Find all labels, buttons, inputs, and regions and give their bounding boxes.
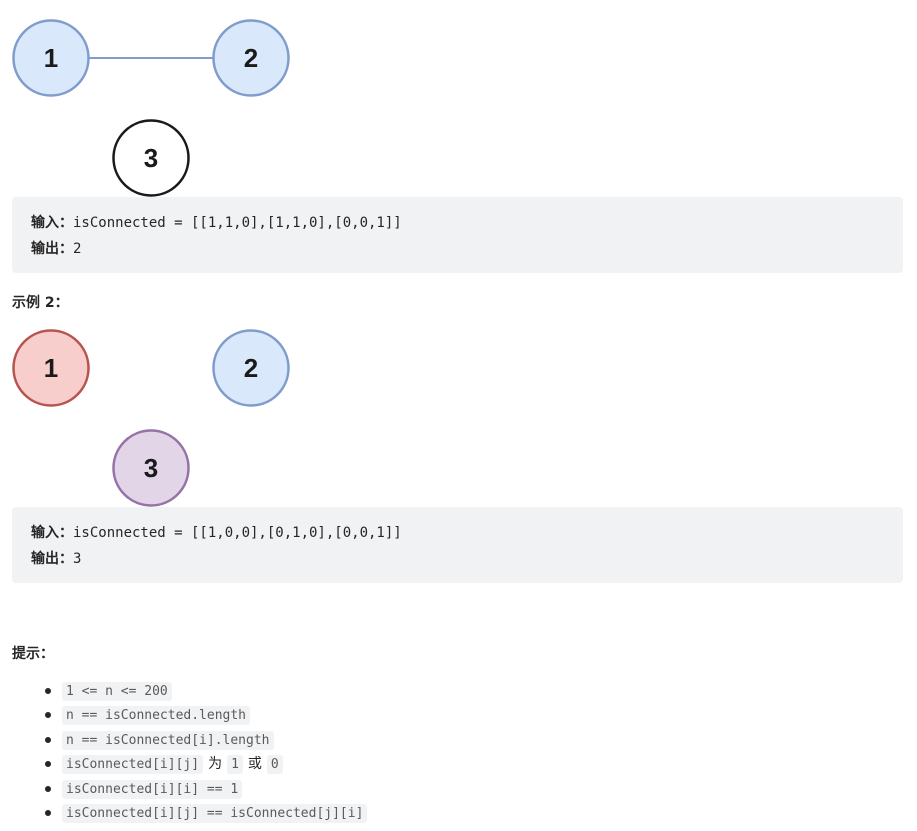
inline-code: 1 — [227, 755, 243, 775]
node-2: 2 — [212, 19, 290, 97]
input-label: 输入： — [31, 215, 73, 231]
inline-code: isConnected[i][i] == 1 — [62, 779, 243, 799]
output-label: 输出： — [31, 551, 73, 567]
input-line: 输入：isConnected = [[1,0,0],[0,1,0],[0,0,1… — [31, 520, 884, 546]
node-3: 3 — [112, 119, 190, 197]
input-line: 输入：isConnected = [[1,1,0],[1,1,0],[0,0,1… — [31, 210, 884, 236]
output-value: 2 — [73, 241, 82, 257]
bullet-icon — [45, 809, 51, 816]
output-label: 输出： — [31, 241, 73, 257]
output-line: 输出：2 — [31, 236, 884, 262]
svg-text:2: 2 — [244, 353, 258, 383]
output-value: 3 — [73, 551, 82, 567]
output-line: 输出：3 — [31, 546, 884, 572]
bullet-icon — [45, 688, 51, 694]
list-item: n == isConnected[i].length — [12, 728, 367, 752]
inline-code: isConnected[i][j] — [62, 755, 204, 775]
svg-text:3: 3 — [144, 143, 158, 173]
constraints-list: 1 <= n <= 200 n == isConnected.length n … — [12, 679, 368, 825]
list-item: n == isConnected.length — [12, 703, 367, 727]
input-label: 输入： — [31, 525, 73, 541]
node-1: 1 — [12, 329, 90, 407]
inline-code: n == isConnected[i].length — [62, 730, 274, 750]
example1-code-block: 输入：isConnected = [[1,1,0],[1,1,0],[0,0,1… — [12, 197, 903, 273]
node-3: 3 — [112, 429, 190, 507]
input-value: isConnected = [[1,1,0],[1,1,0],[0,0,1]] — [73, 215, 402, 231]
bullet-icon — [45, 761, 51, 768]
example2-code-block: 输入：isConnected = [[1,0,0],[0,1,0],[0,0,1… — [12, 507, 903, 583]
example1-graph: 1 2 3 — [12, 19, 290, 197]
text: 或 — [247, 756, 262, 773]
bullet-icon — [45, 736, 51, 743]
bullet-icon — [45, 785, 51, 792]
node-1: 1 — [12, 19, 90, 97]
bullet-icon — [45, 712, 51, 719]
list-item: isConnected[i][j] == isConnected[j][i] — [12, 801, 368, 825]
inline-code: n == isConnected.length — [62, 706, 251, 726]
list-item: isConnected[i][i] == 1 — [12, 777, 367, 801]
list-item: 1 <= n <= 200 — [12, 679, 367, 703]
inline-code: isConnected[i][j] == isConnected[j][i] — [62, 803, 368, 823]
hints-heading: 提示： — [12, 646, 54, 662]
example2-graph: 1 2 3 — [12, 329, 290, 507]
inline-code: 1 <= n <= 200 — [62, 682, 172, 701]
inline-code: 0 — [266, 755, 283, 775]
svg-text:3: 3 — [144, 453, 158, 483]
input-value: isConnected = [[1,0,0],[0,1,0],[0,0,1]] — [73, 525, 402, 541]
node-2: 2 — [212, 329, 290, 407]
svg-text:1: 1 — [44, 353, 58, 383]
example2-heading: 示例 2： — [12, 295, 69, 311]
svg-text:1: 1 — [44, 43, 58, 73]
text: 为 — [208, 756, 223, 773]
svg-text:2: 2 — [244, 43, 258, 73]
